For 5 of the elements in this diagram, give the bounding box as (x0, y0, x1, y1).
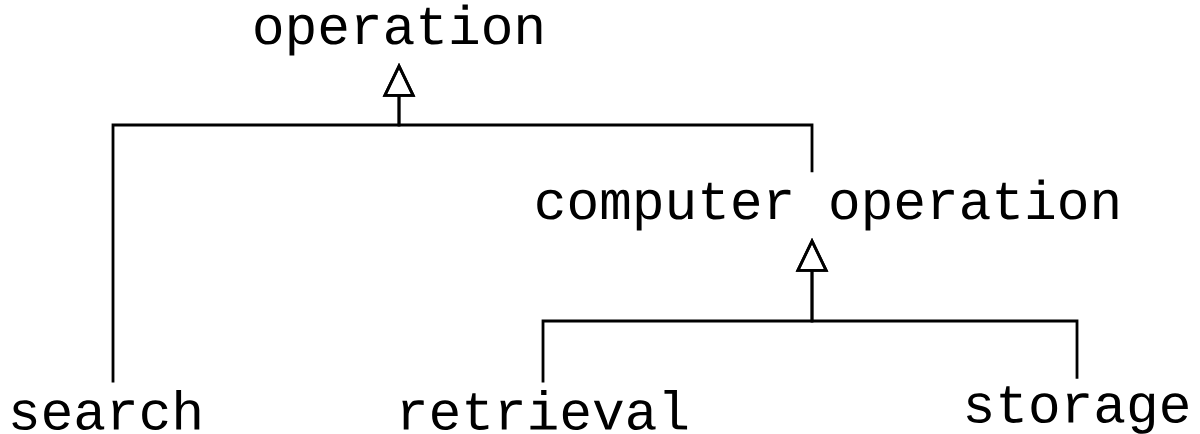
term-label: storage (967, 386, 1188, 434)
term-label: retrieval (402, 390, 688, 430)
term-label: computer operation (537, 179, 1118, 231)
term-label: search (12, 390, 200, 430)
term-label: operation (255, 4, 542, 56)
